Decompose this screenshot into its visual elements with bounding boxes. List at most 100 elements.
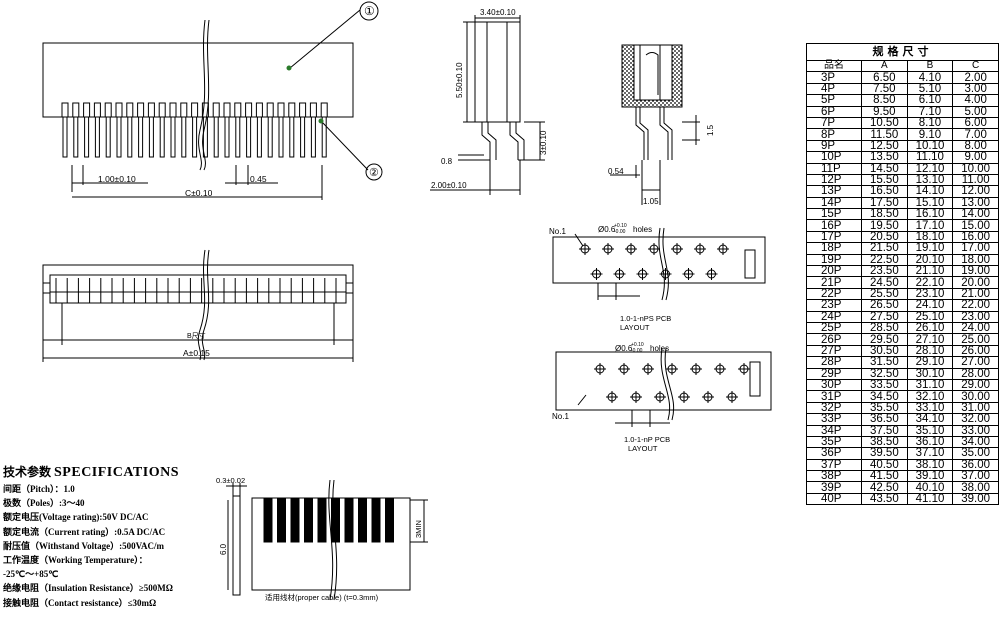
- pcb1-no-label: No.1: [549, 227, 566, 236]
- table-cell: 31.10: [906, 378, 954, 392]
- top-view: [42, 249, 354, 362]
- pcb2-tol-plus: +0.10: [631, 342, 644, 348]
- section-w1-label: 0.54: [608, 167, 624, 176]
- table-cell: 14.50: [861, 162, 908, 175]
- table-cell: 39P: [806, 481, 862, 494]
- c-dim-label: C±0.10: [185, 188, 213, 198]
- table-cell: 40.10: [906, 481, 954, 494]
- tooth: [72, 102, 80, 118]
- table-cell: 29.00: [952, 378, 999, 392]
- table-cell: 27.00: [952, 356, 999, 369]
- table-cell: 27.10: [906, 333, 954, 346]
- table-cell: 5P: [806, 94, 862, 107]
- pin: [256, 116, 262, 158]
- table-cell: 33P: [806, 413, 862, 426]
- pin: [84, 116, 90, 158]
- table-cell: 25.10: [906, 310, 954, 324]
- table-cell: 33.50: [861, 378, 908, 392]
- tooth: [212, 102, 220, 118]
- table-cell: 9.00: [952, 151, 999, 164]
- cable-conductors: [263, 497, 394, 543]
- conductor: [344, 497, 354, 543]
- table-cell: 10.50: [861, 116, 908, 130]
- table-cell: 6.00: [952, 116, 999, 130]
- spec-line: 极数（Poles）:3～40: [3, 498, 85, 509]
- pcb2-no-label: No.1: [552, 412, 569, 421]
- table-cell: 8.00: [952, 139, 999, 153]
- table-cell: 21.50: [861, 242, 908, 255]
- front-pins: [62, 116, 327, 158]
- table-cell: 18P: [806, 242, 862, 255]
- table-cell: 10P: [806, 151, 862, 164]
- table-cell: 22.50: [861, 253, 908, 267]
- table-cell: 30.50: [861, 344, 908, 358]
- pin: [300, 116, 306, 158]
- tooth: [61, 102, 69, 118]
- table-cell: 3P: [806, 71, 862, 84]
- front-teeth: [61, 102, 328, 118]
- table-cell: 25.00: [952, 333, 999, 346]
- table-cell: 37P: [806, 458, 862, 472]
- table-cell: 12.00: [952, 185, 999, 198]
- table-cell: 24.00: [952, 321, 999, 335]
- table-cell: 27P: [806, 344, 862, 358]
- pcb2-tol-minus: -0.00: [631, 348, 643, 354]
- table-cell: 10.00: [952, 162, 999, 175]
- table-cell: 31P: [806, 390, 862, 403]
- table-cell: 27.50: [861, 310, 908, 324]
- balloon1-text: ①: [364, 4, 375, 18]
- pcb2-holes-label: Ø0.6: [615, 344, 633, 353]
- table-cell: 41.50: [861, 470, 908, 483]
- table-cell: 34P: [806, 424, 862, 437]
- tooth: [115, 102, 123, 118]
- tooth: [245, 102, 253, 118]
- pin-width-label: 0.45: [250, 174, 267, 184]
- table-cell: 28.50: [861, 321, 908, 335]
- table-cell: 9.50: [861, 105, 908, 118]
- top-slots: [55, 278, 337, 303]
- table-cell: 7P: [806, 116, 862, 130]
- spec-line: 间距（Pitch）：1.0: [3, 484, 75, 494]
- table-cell: 22.10: [906, 276, 954, 289]
- tooth: [223, 102, 231, 118]
- balloon2-text: ②: [369, 167, 379, 179]
- table-cell: 12.50: [861, 139, 908, 153]
- table-cell: 12.10: [906, 162, 954, 175]
- cable-thickness-label: 0.3±0.02: [216, 476, 245, 485]
- table-cell: 19P: [806, 253, 862, 267]
- table-cell: 12P: [806, 173, 862, 187]
- table-cell: 30.00: [952, 390, 999, 403]
- tooth: [83, 102, 91, 118]
- table-cell: 22.00: [952, 299, 999, 312]
- table-cell: 20.10: [906, 253, 954, 267]
- col-header: 品名: [806, 59, 862, 73]
- table-cell: 18.10: [906, 230, 954, 244]
- table-cell: 30.10: [906, 367, 954, 380]
- table-cell: 16.10: [906, 208, 954, 221]
- pin: [192, 116, 198, 158]
- table-cell: 38.00: [952, 481, 999, 494]
- pcb1-holes: [579, 243, 729, 280]
- pcb1-holes-label: Ø0.6: [598, 225, 616, 234]
- tooth: [93, 102, 101, 118]
- table-cell: 26.00: [952, 344, 999, 358]
- balloon1-circle: [359, 1, 379, 21]
- table-cell: 40.50: [861, 458, 908, 472]
